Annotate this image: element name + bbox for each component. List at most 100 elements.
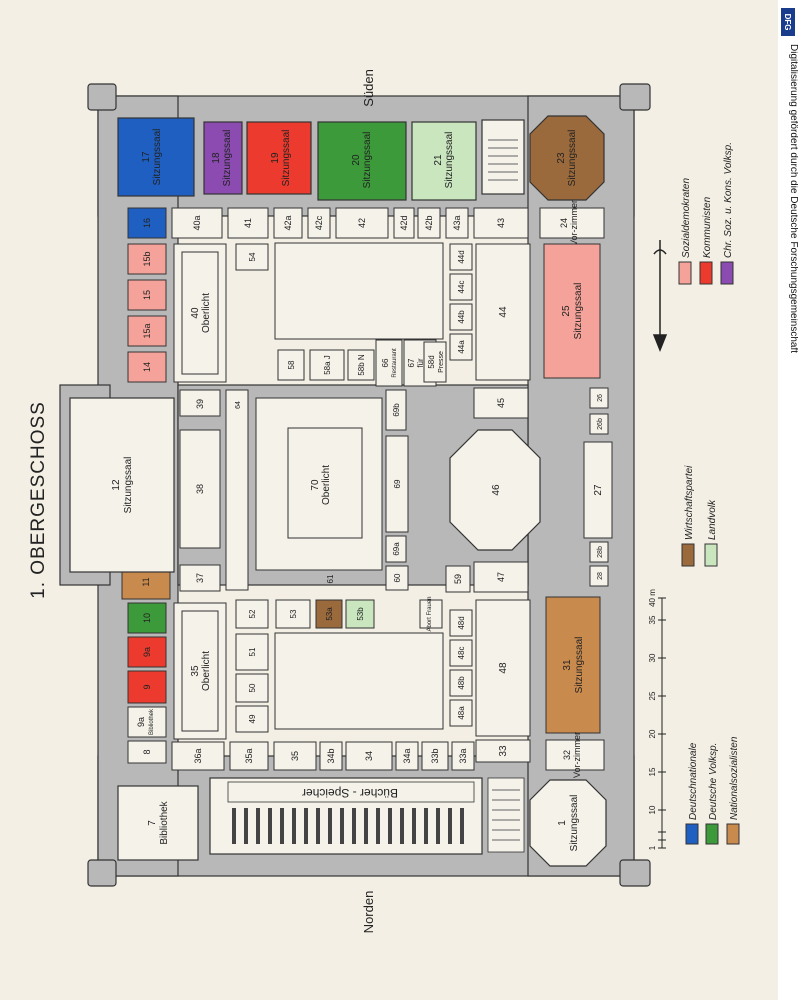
room-21 (411, 121, 477, 201)
rooms-26-28 (589, 387, 609, 587)
room-28b-label: 28b (597, 546, 604, 558)
svg-text:15: 15 (648, 767, 657, 776)
room-7 (117, 785, 199, 861)
room-45-label: 45 (496, 398, 506, 408)
room-44d-label: 44d (457, 250, 466, 263)
dfg-logo-icon (781, 8, 795, 36)
digitization-stripe (778, 0, 798, 1000)
room-58b-label: 58b N (357, 354, 366, 376)
room-42d-label: 42d (399, 215, 409, 230)
legend-label-deutsche-volkspartei: Deutsche Volksp. (708, 743, 719, 820)
room-58-label: 58 (287, 360, 296, 369)
room-26-label: 26 (597, 394, 604, 402)
room-27-label: 27 (593, 484, 604, 496)
room-49-label: 49 (248, 714, 257, 723)
room-21-label: 21Sitzungssaal (433, 132, 455, 189)
room-19-label: 19Sitzungssaal (270, 130, 292, 187)
west-column-rooms (121, 243, 171, 764)
room-14-label: 14 (142, 362, 152, 372)
room-17-label: 17Sitzungssaal (141, 129, 163, 186)
book-storage-label: Bücher - Speicher (302, 786, 398, 800)
legend-label-wirtschaftspartei: Wirtschaftspartei (684, 465, 695, 540)
scale-ticks: 1 10 15 20 25 30 35 40 m (648, 589, 657, 850)
room-53-label: 53 (289, 609, 298, 618)
room-19 (246, 121, 312, 195)
room-42-label: 42 (357, 218, 367, 228)
room-50-label: 50 (248, 683, 257, 692)
svg-text:40 m: 40 m (648, 589, 657, 607)
room-12 (69, 397, 175, 573)
staircase (488, 139, 518, 181)
scale-bar (658, 597, 666, 849)
room-12-label: 12Sitzungssaal (111, 457, 134, 514)
room-70-label: 70Oberlicht (310, 465, 332, 505)
central-east-rooms (375, 339, 437, 591)
room-34b-label: 34b (326, 748, 336, 763)
room-40a-label: 40a (192, 215, 202, 230)
svg-text:30: 30 (648, 653, 657, 662)
room-1-label: 1Sitzungssaal (557, 795, 580, 852)
abort-frauen-label: Abort Frauen (427, 596, 433, 631)
room-44b-label: 44b (457, 310, 466, 324)
legend-label-kommunisten: Kommunisten (702, 196, 713, 258)
svg-text:20: 20 (648, 729, 657, 738)
room-48a-label: 48a (457, 706, 466, 720)
room-15b-label: 15b (142, 251, 152, 266)
legend-label-deutschnationale: Deutschnationale (688, 742, 699, 820)
room-11-label: 11 (141, 577, 151, 586)
room-53a-label: 53a (325, 607, 334, 621)
floor-title: 1. OBERGESCHOSS (28, 401, 49, 599)
courtyards (274, 242, 444, 730)
south-wing-rooms (117, 115, 605, 201)
room-20-label: 20Sitzungssaal (351, 132, 373, 189)
staircase-north (487, 777, 525, 853)
room-1 (529, 779, 607, 867)
svg-text:10: 10 (648, 805, 657, 814)
room-24-label: 24Vor-zimmer (559, 200, 579, 246)
svg-text:1: 1 (648, 845, 657, 850)
room-32-label: 32Vor-zimmer (562, 732, 582, 778)
room-58a-label: 58a J (323, 355, 332, 375)
room-31-label: 31Sitzungssaal (562, 637, 585, 694)
room-48-label: 48 (498, 662, 509, 674)
north-corridor-rooms (171, 741, 475, 771)
room-17 (117, 117, 195, 197)
legend-labels: Deutschnationale Deutsche Volksp. Nation… (681, 142, 740, 820)
courtyard-ring-rooms (235, 243, 473, 733)
room-39-label: 39 (195, 399, 205, 409)
compass-north-label: Norden (361, 891, 376, 934)
room-43a-label: 43a (452, 215, 462, 230)
south-corridor-rooms (127, 207, 605, 239)
room-46 (449, 429, 541, 551)
room-53b-label: 53b (356, 607, 365, 621)
room-7-label: 7Bibliothek (147, 800, 170, 844)
legend-swatch-wirtschaftspartei (681, 543, 695, 567)
legend-label-nationalsozialisten: Nationalsozialisten (729, 736, 740, 820)
room-41-label: 41 (243, 218, 253, 228)
room-69b-label: 69b (392, 403, 401, 417)
room-35-small-label: 35 (290, 751, 300, 761)
digitization-banner: DFG Digitalisierung gefördert durch die … (781, 8, 798, 353)
room-34-label: 34 (364, 751, 374, 761)
room-35a-label: 35a (244, 748, 254, 763)
room-37-label: 37 (195, 573, 205, 583)
room-23 (529, 115, 605, 201)
compass-south-label: Süden (361, 69, 376, 107)
digitization-note: Digitalisierung gefördert durch die Deut… (788, 44, 798, 353)
legend-swatch-deutschnationale (685, 823, 699, 845)
svg-text:35: 35 (648, 615, 657, 624)
room-8-label: 8 (142, 749, 152, 754)
room-59-label: 59 (453, 574, 463, 584)
room-44a-label: 44a (457, 340, 466, 354)
svg-text:25: 25 (648, 691, 657, 700)
legend-swatch-chr-soz (720, 261, 734, 285)
room-26b-label: 26b (597, 418, 604, 430)
dfg-logo-text: DFG (783, 14, 792, 31)
east-column-rooms (475, 243, 613, 771)
room-51-label: 51 (248, 647, 257, 656)
rooms-45-47 (445, 387, 529, 593)
